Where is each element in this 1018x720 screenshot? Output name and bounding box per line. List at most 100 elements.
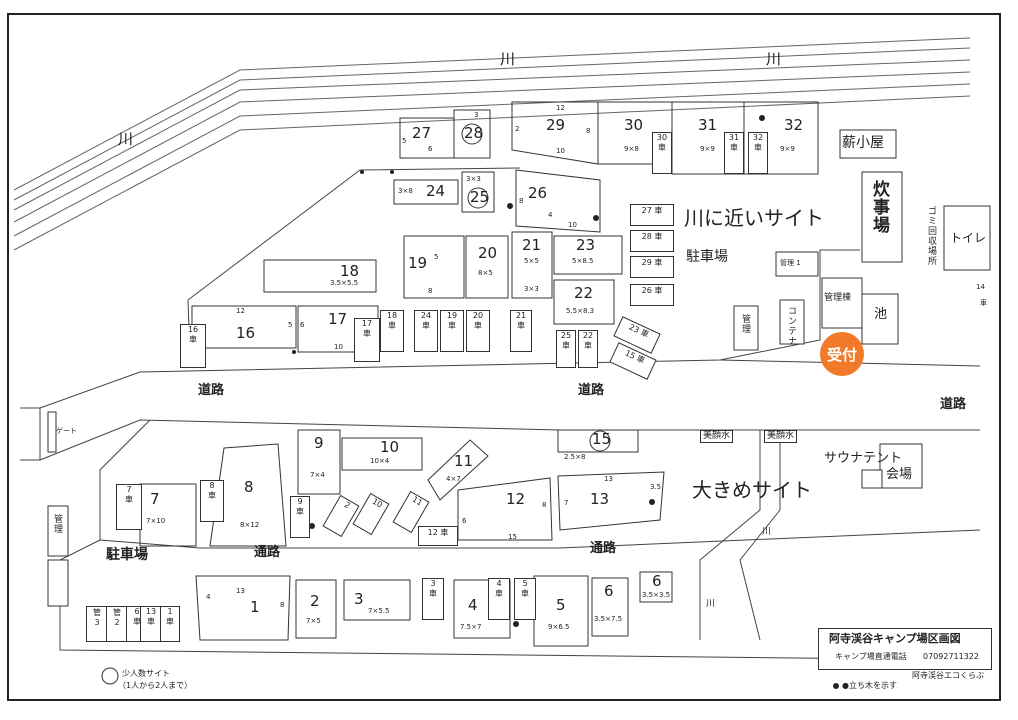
site-9-dimension: 7×4 — [310, 471, 325, 479]
site-15-dimension: 2.5×8 — [564, 453, 586, 461]
site-13-dimension: 13 — [604, 475, 613, 483]
site-19-number: 19 — [408, 254, 428, 272]
legend-phone-label: キャンプ場直通電話 — [835, 652, 907, 661]
car-slot-label: 車 — [730, 143, 738, 152]
legend-tree-note: ●立ち木を示す — [842, 681, 897, 690]
car-slot-label: 車 — [584, 341, 592, 350]
car-slot-label: 車 — [635, 353, 647, 366]
car-slot-number: 18 — [386, 311, 398, 320]
car-slot-number: 30 — [656, 133, 668, 142]
car-slot-label: 車 — [521, 589, 529, 598]
site-29-dimension: 8 — [586, 127, 591, 135]
car-slot-number: 10 — [370, 496, 384, 510]
site-13-dimension: 3.5 — [650, 483, 662, 491]
site-13-number: 13 — [590, 490, 610, 508]
car-slot-label: 車 — [363, 329, 371, 338]
car-slot-label: 車 — [208, 491, 216, 500]
reception-marker: 受付 — [820, 332, 864, 376]
car-slot-number: 7 — [126, 485, 132, 494]
site-16-dimension: 5 — [288, 321, 293, 329]
site-32-number: 32 — [784, 116, 804, 134]
site-27-dimension: 5 — [402, 137, 407, 145]
site-6b-dimension: 3.5×3.5 — [642, 591, 671, 599]
car-slot-number: 5 — [522, 579, 528, 588]
car-slot-number: 32 — [752, 133, 764, 142]
site-28-number: 28 — [464, 124, 484, 142]
site-30-number: 30 — [624, 116, 644, 134]
car-slot-number: 24 — [420, 311, 432, 320]
car-slot-label: 車 — [422, 321, 430, 330]
site-24-number: 24 — [426, 182, 446, 200]
admin-car-text: 管理 — [780, 259, 794, 267]
parking-label: 駐車場 — [686, 249, 728, 265]
admin-car-label: 管理 1 — [780, 260, 801, 267]
car-slot-number: 22 — [582, 331, 594, 340]
legend-small-site: 少人数サイト — [122, 669, 170, 678]
car-slot-label: 車 — [654, 206, 663, 215]
car-slot-number: 11 — [410, 494, 424, 508]
site-18-dimension: 3.5×5.5 — [330, 279, 359, 287]
car-slot-label: 車 — [517, 321, 525, 330]
legend-phone-number: 07092711322 — [923, 652, 979, 661]
site-13-dimension: 7 — [564, 499, 569, 507]
legend-organization: 阿寺渓谷エコくらぶ — [912, 671, 984, 680]
water-spot-label: 美顔水 — [700, 430, 734, 443]
car-slot-label: 車 — [658, 143, 666, 152]
car-slot-number: 12 — [427, 528, 438, 537]
site-7-number: 7 — [150, 490, 160, 508]
car-slot-28: 28 車 — [630, 230, 674, 252]
site-5-dimension: 9×6.5 — [548, 623, 570, 631]
site-1-dimension: 4 — [206, 593, 211, 601]
car-slot-27: 27 車 — [630, 204, 674, 226]
bottom-car-bottom: 3 — [94, 618, 100, 627]
site-2-dimension: 7×5 — [306, 617, 321, 625]
tree-dots — [292, 115, 839, 689]
car-slot-number: 21 — [515, 311, 527, 320]
map-legend-box: 阿寺渓谷キャンプ場区画図 キャンプ場直通電話 07092711322 — [818, 628, 992, 670]
site-3-number: 3 — [354, 590, 364, 608]
site-areas — [139, 101, 819, 647]
road-label: 道路 — [198, 383, 225, 398]
bottom-car-top: 管 — [113, 608, 121, 617]
river-label: 川 — [500, 50, 516, 68]
site-22-number: 22 — [574, 284, 594, 302]
toilet-label: トイレ — [950, 231, 987, 245]
car-slot-label: 車 — [388, 321, 396, 330]
site-12-dimension: 8 — [542, 501, 547, 509]
car-slot-29: 29 車 — [630, 256, 674, 278]
site-12-number: 12 — [506, 490, 526, 508]
site-29-dimension: 10 — [556, 147, 565, 155]
river-label: 川 — [706, 599, 716, 609]
car-slot-number: 9 — [297, 497, 303, 506]
bottom-car-top: 管 — [93, 608, 101, 617]
site-29-dimension: 12 — [556, 104, 565, 112]
car-slot-label: 車 — [440, 528, 449, 537]
site-11-number: 11 — [454, 452, 474, 470]
site-21-dimension: 5×5 — [524, 257, 539, 265]
site-1-dimension: 8 — [280, 601, 285, 609]
car-slot-14-label: 車 — [980, 299, 987, 307]
site-31-dimension: 9×9 — [700, 145, 715, 153]
car-slot-label: 車 — [296, 507, 304, 516]
water-spot-label: 美顔水 — [764, 430, 798, 443]
bottom-car-bottom: 車 — [133, 617, 141, 626]
car-slot-number: 29 — [641, 258, 652, 267]
site-5-number: 5 — [556, 596, 566, 614]
site-26-dimension: 10 — [568, 221, 577, 229]
parking-label: 駐車場 — [106, 547, 148, 563]
site-6b-number: 6 — [652, 572, 662, 590]
site-7-dimension: 7×10 — [146, 517, 166, 525]
river-label: 川 — [762, 527, 772, 537]
